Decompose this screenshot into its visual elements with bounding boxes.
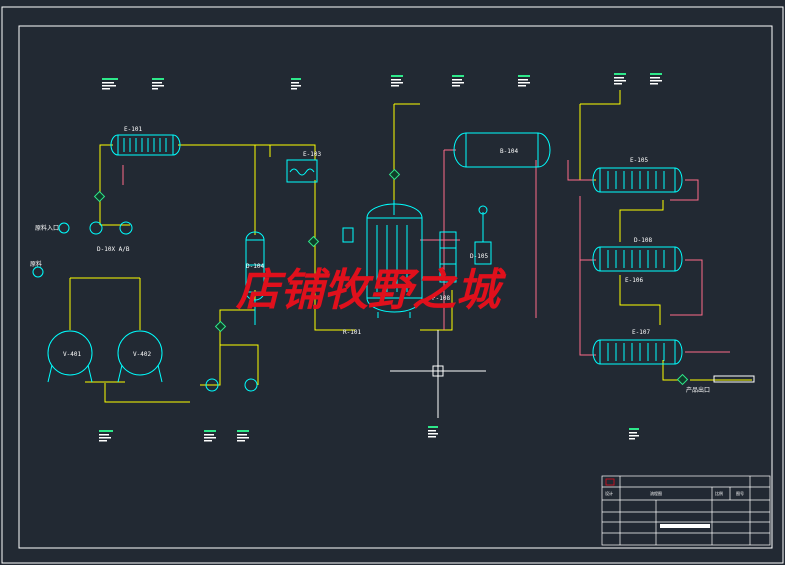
label-v402: V-402 [133,351,151,358]
column-f108 [439,231,457,283]
label-e101: E-101 [124,126,142,133]
label-e107: E-107 [632,329,650,336]
vessel-d105 [474,205,492,265]
stamp-mark [605,478,615,486]
label-e106: E-106 [625,277,643,284]
label-pump: D-10X A/B [97,246,130,253]
tb-designer: 设计 [605,490,613,496]
label-r101: R-101 [343,329,361,336]
inner-frame [18,25,773,549]
label-f108: F-108 [432,295,450,302]
tank-v401 [47,330,93,383]
label-outlet: 产品出口 [686,386,710,394]
process-lines-pink [122,149,730,356]
outlet-arrow [713,375,755,383]
label-e105: E-105 [630,157,648,164]
pumps-left [32,221,258,392]
drum-b104 [453,132,551,168]
heater-e103 [286,159,318,183]
label-d105: D-105 [470,253,488,260]
tag-labels [99,73,662,442]
crosshair-icon [390,330,486,418]
reactor-r101 [342,200,423,318]
label-d104: D-104 [246,263,264,270]
equipment [32,132,683,392]
label-b104: B-104 [500,148,518,155]
tb-scale: 比例 [715,490,723,496]
instrument-tags [93,168,689,386]
exchanger-e106 [592,246,683,272]
exchanger-e101 [110,134,181,156]
outer-frame [1,6,784,564]
tank-v402 [117,330,163,383]
label-v401: V-401 [63,351,81,358]
column-d108 [245,231,265,325]
label-inlet: 原料入口 [35,224,59,232]
tb-sheet: 图号 [736,490,744,496]
exchanger-e107 [592,339,683,365]
equipment-labels: E-101 E-103 B-104 E-105 D-108 E-106 E-10… [30,126,710,394]
process-lines-yellow [69,90,752,403]
exchanger-e105 [592,167,683,193]
label-inlet2: 原料 [30,260,42,268]
label-e103: E-103 [303,151,321,158]
label-d108: D-108 [634,237,652,244]
watermark-text: 店铺牧野之城 [235,265,507,316]
title-block [601,475,771,546]
title-block-bar [660,524,710,528]
tb-drawing-name: 流程图 [650,490,662,496]
